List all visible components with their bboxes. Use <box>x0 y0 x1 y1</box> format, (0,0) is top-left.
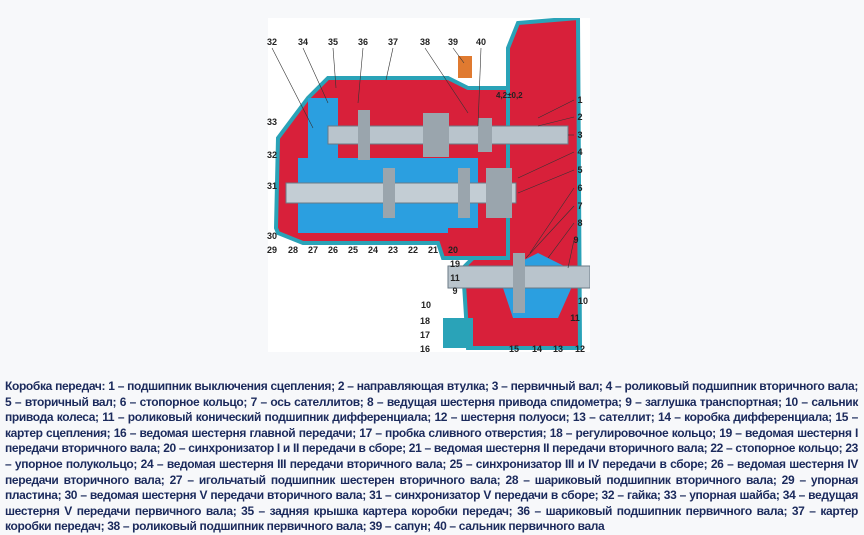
callout-label: 9 <box>452 286 458 296</box>
callout-label: 20 <box>447 245 459 255</box>
callout-label: 16 <box>419 344 431 354</box>
callout-label: 23 <box>387 245 399 255</box>
callout-label: 25 <box>347 245 359 255</box>
callout-label: 38 <box>419 37 431 47</box>
callout-label: 36 <box>357 37 369 47</box>
callout-label: 35 <box>327 37 339 47</box>
callout-label: 7 <box>577 201 583 211</box>
callout-label: 11 <box>570 313 580 323</box>
callout-label: 34 <box>297 37 309 47</box>
callout-label: 11 <box>450 273 460 283</box>
callout-label: 17 <box>419 330 431 340</box>
gearbox-cutaway-illustration: 4,2±0,2 32 34 35 36 37 38 39 40 1 2 3 4 … <box>266 18 590 354</box>
callout-label: 39 <box>447 37 459 47</box>
callout-label: 19 <box>449 259 461 269</box>
callout-label: 32 <box>266 37 278 47</box>
callout-label: 1 <box>577 95 583 105</box>
callout-label: 18 <box>419 316 431 326</box>
callout-label: 26 <box>327 245 339 255</box>
callout-label: 37 <box>387 37 399 47</box>
callout-label: 15 <box>508 344 520 354</box>
figure-caption: Коробка передач: 1 – подшипник выключени… <box>5 379 858 534</box>
callout-label: 10 <box>577 296 589 306</box>
gearbox-drawing: 4,2±0,2 <box>271 18 590 350</box>
callout-label: 4 <box>577 147 583 157</box>
callout-label: 6 <box>577 183 583 193</box>
callout-label: 28 <box>287 245 299 255</box>
callout-label: 31 <box>266 181 278 191</box>
callout-label: 33 <box>266 117 278 127</box>
callout-label: 21 <box>427 245 439 255</box>
callout-label: 2 <box>577 112 583 122</box>
callout-label: 27 <box>307 245 319 255</box>
callout-label: 3 <box>577 130 583 140</box>
callout-label: 9 <box>573 235 579 245</box>
callout-label: 24 <box>367 245 379 255</box>
callout-label: 22 <box>407 245 419 255</box>
callout-label: 14 <box>531 344 543 354</box>
callout-label: 40 <box>475 37 487 47</box>
callout-label: 13 <box>552 344 564 354</box>
callout-label: 5 <box>577 165 583 175</box>
callout-label: 10 <box>420 300 432 310</box>
callout-label: 30 <box>266 231 278 241</box>
callout-label: 8 <box>577 218 583 228</box>
callout-label: 12 <box>574 344 586 354</box>
callout-label: 29 <box>266 245 278 255</box>
dimension-note: 4,2±0,2 <box>496 91 523 100</box>
callout-label: 32 <box>266 150 278 160</box>
